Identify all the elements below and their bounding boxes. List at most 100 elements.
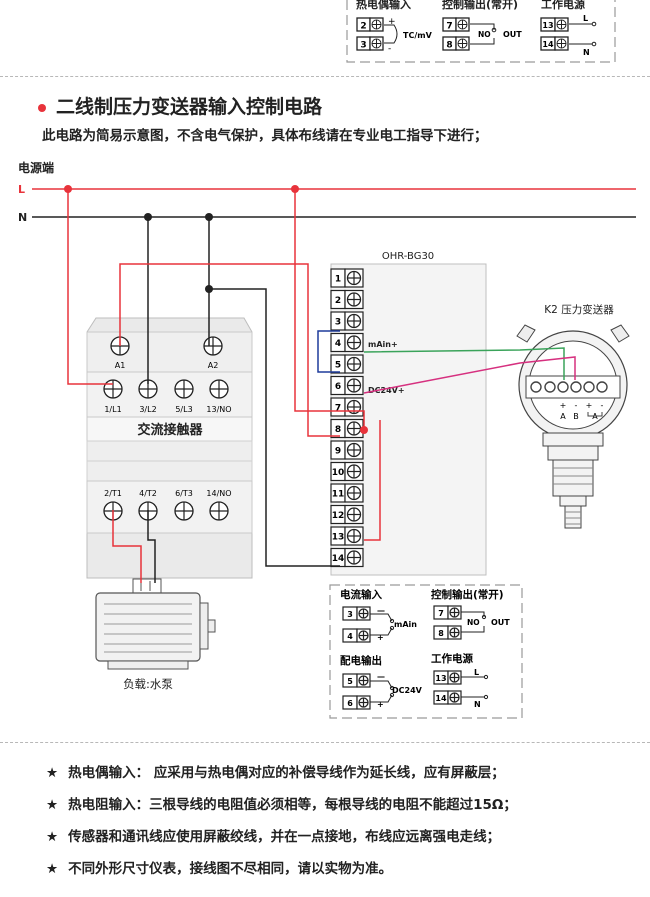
- svg-text:13: 13: [332, 533, 345, 543]
- svg-text:14: 14: [435, 694, 447, 703]
- dc24-label: DC24V+: [368, 386, 405, 395]
- svg-text:6: 6: [347, 699, 353, 708]
- top-power-label: 工作电源: [541, 0, 585, 11]
- star-icon: ★: [46, 765, 59, 781]
- note-item: ★热电阻输入：三根导线的电阻值必须相等，每根导线的电阻不能超过15Ω；: [46, 794, 517, 826]
- controller-terminal: 7: [330, 397, 364, 417]
- wire-l-to-contactor: [67, 189, 113, 385]
- svg-text:DC24V: DC24V: [392, 686, 423, 695]
- note-item: ★不同外形尺寸仪表，接线图不尽相同，请以实物为准。: [46, 858, 517, 890]
- svg-text:4: 4: [347, 632, 353, 641]
- svg-text:N: N: [583, 48, 590, 57]
- controller-terminal: 11: [330, 483, 364, 503]
- svg-text:2: 2: [335, 296, 341, 306]
- svg-text:L: L: [474, 668, 479, 677]
- svg-text:10: 10: [332, 468, 345, 478]
- separator-bottom: [0, 742, 650, 743]
- svg-text:TC/mV: TC/mV: [403, 31, 433, 40]
- contact-top-label: 5/L3: [175, 405, 192, 414]
- wires: [67, 189, 576, 583]
- wire-term7-to-term13: [364, 420, 381, 541]
- svg-text:13: 13: [542, 21, 553, 30]
- pump-motor: 负载:水泵: [95, 578, 216, 691]
- thermocouple-label: 热电偶输入: [356, 0, 411, 11]
- controller-terminal: 1: [330, 268, 364, 288]
- svg-text:8: 8: [335, 425, 341, 435]
- section-subtitle: 此电路为简易示意图，不含电气保护，具体布线请在专业电工指导下进行；: [42, 128, 488, 144]
- wire-t1-to-motor: [112, 510, 142, 583]
- svg-text:14: 14: [542, 40, 554, 49]
- top-legend: 热电偶输入 控制输出(常开) 工作电源 2 3 + - TC/mV 7 8 NO…: [346, 0, 616, 63]
- legend-terminal: 5: [342, 673, 371, 688]
- svg-text:8: 8: [446, 41, 452, 51]
- wire-t2-to-motor: [147, 510, 156, 583]
- wire-magenta-dc24: [363, 356, 576, 394]
- junction-dot: [64, 185, 72, 193]
- star-icon: ★: [46, 797, 59, 813]
- controller-terminal: 8: [330, 418, 364, 439]
- legend-terminal: 3: [342, 606, 371, 621]
- controller-terminal: 3: [330, 311, 364, 331]
- junction-dot: [205, 285, 213, 293]
- svg-text:3: 3: [335, 318, 341, 328]
- svg-text:12: 12: [332, 511, 345, 521]
- main-contact-screw: [138, 379, 158, 399]
- contact-bottom-label: 2/T1: [104, 489, 122, 498]
- line-l-label: L: [18, 183, 25, 196]
- junction-dot: [291, 185, 299, 193]
- svg-text:-: -: [601, 401, 604, 410]
- legend-terminal: 6: [342, 695, 371, 710]
- line-n-label: N: [18, 211, 27, 224]
- svg-text:+: +: [560, 401, 567, 410]
- svg-text:7: 7: [335, 404, 341, 414]
- power-source-label: 电源端: [18, 160, 54, 175]
- wire-jumper-3-5: [317, 330, 340, 373]
- svg-text:A: A: [560, 412, 566, 421]
- junction-dot: [360, 426, 368, 434]
- svg-text:-: -: [575, 401, 578, 410]
- legend-terminal: 7: [433, 605, 462, 620]
- notes-list: ★ 热电偶输入： 应采用与热电偶对应的补偿导线作为延长线，应有屏蔽层； ★热电阻输…: [46, 762, 517, 890]
- svg-text:9: 9: [335, 447, 341, 457]
- contactor-screws: [103, 336, 229, 521]
- svg-text:7: 7: [438, 609, 444, 618]
- note-text: 热电偶输入： 应采用与热电偶对应的补偿导线作为延长线，应有屏蔽层；: [68, 765, 505, 781]
- wire-l-to-term7: [294, 189, 365, 430]
- contact-bottom-label: 6/T3: [175, 489, 193, 498]
- ac-contactor: 交流接触器 A1 A2 1/L1 3/L2 5/L3 13/NO 2/T1 4/…: [86, 317, 253, 579]
- svg-text:+: +: [388, 17, 396, 27]
- wire-n-to-term14: [209, 288, 340, 567]
- svg-text:NO: NO: [467, 618, 480, 627]
- controller-terminal: 5: [330, 354, 364, 374]
- svg-text:—: —: [377, 606, 385, 615]
- dist-output-label: 配电输出: [340, 654, 382, 667]
- bullet-dot: [38, 103, 46, 112]
- top-control-terminals: 7 8 NO OUT: [442, 17, 522, 51]
- svg-text:1: 1: [335, 275, 341, 285]
- contact-bottom-label: 4/T2: [139, 489, 157, 498]
- section-title: 二线制压力变送器输入控制电路: [38, 92, 322, 119]
- svg-text:+: +: [377, 700, 384, 709]
- svg-text:N: N: [474, 700, 481, 709]
- svg-text:—: —: [377, 672, 385, 681]
- legend-terminal: 14: [433, 690, 462, 705]
- controller-terminal: 2: [330, 289, 364, 310]
- controller-name: OHR-BG30: [382, 251, 434, 262]
- current-input-label: 电流输入: [340, 588, 382, 601]
- junction-dot: [205, 213, 213, 221]
- legend-power-label: 工作电源: [431, 652, 473, 665]
- coil-a2-label: A2: [208, 361, 219, 370]
- main-contact-screw: [174, 379, 194, 399]
- controller-terminal: 6: [330, 375, 364, 396]
- svg-text:5: 5: [335, 361, 341, 371]
- contactor-name: 交流接触器: [137, 422, 203, 438]
- svg-text:11: 11: [332, 490, 345, 500]
- controller-terminal: 4: [330, 332, 364, 353]
- coil-screw: [203, 336, 223, 356]
- svg-text:3: 3: [360, 41, 366, 51]
- note-item: ★ 热电偶输入： 应采用与热电偶对应的补偿导线作为延长线，应有屏蔽层；: [46, 762, 517, 794]
- wire-green-mAin: [363, 347, 565, 380]
